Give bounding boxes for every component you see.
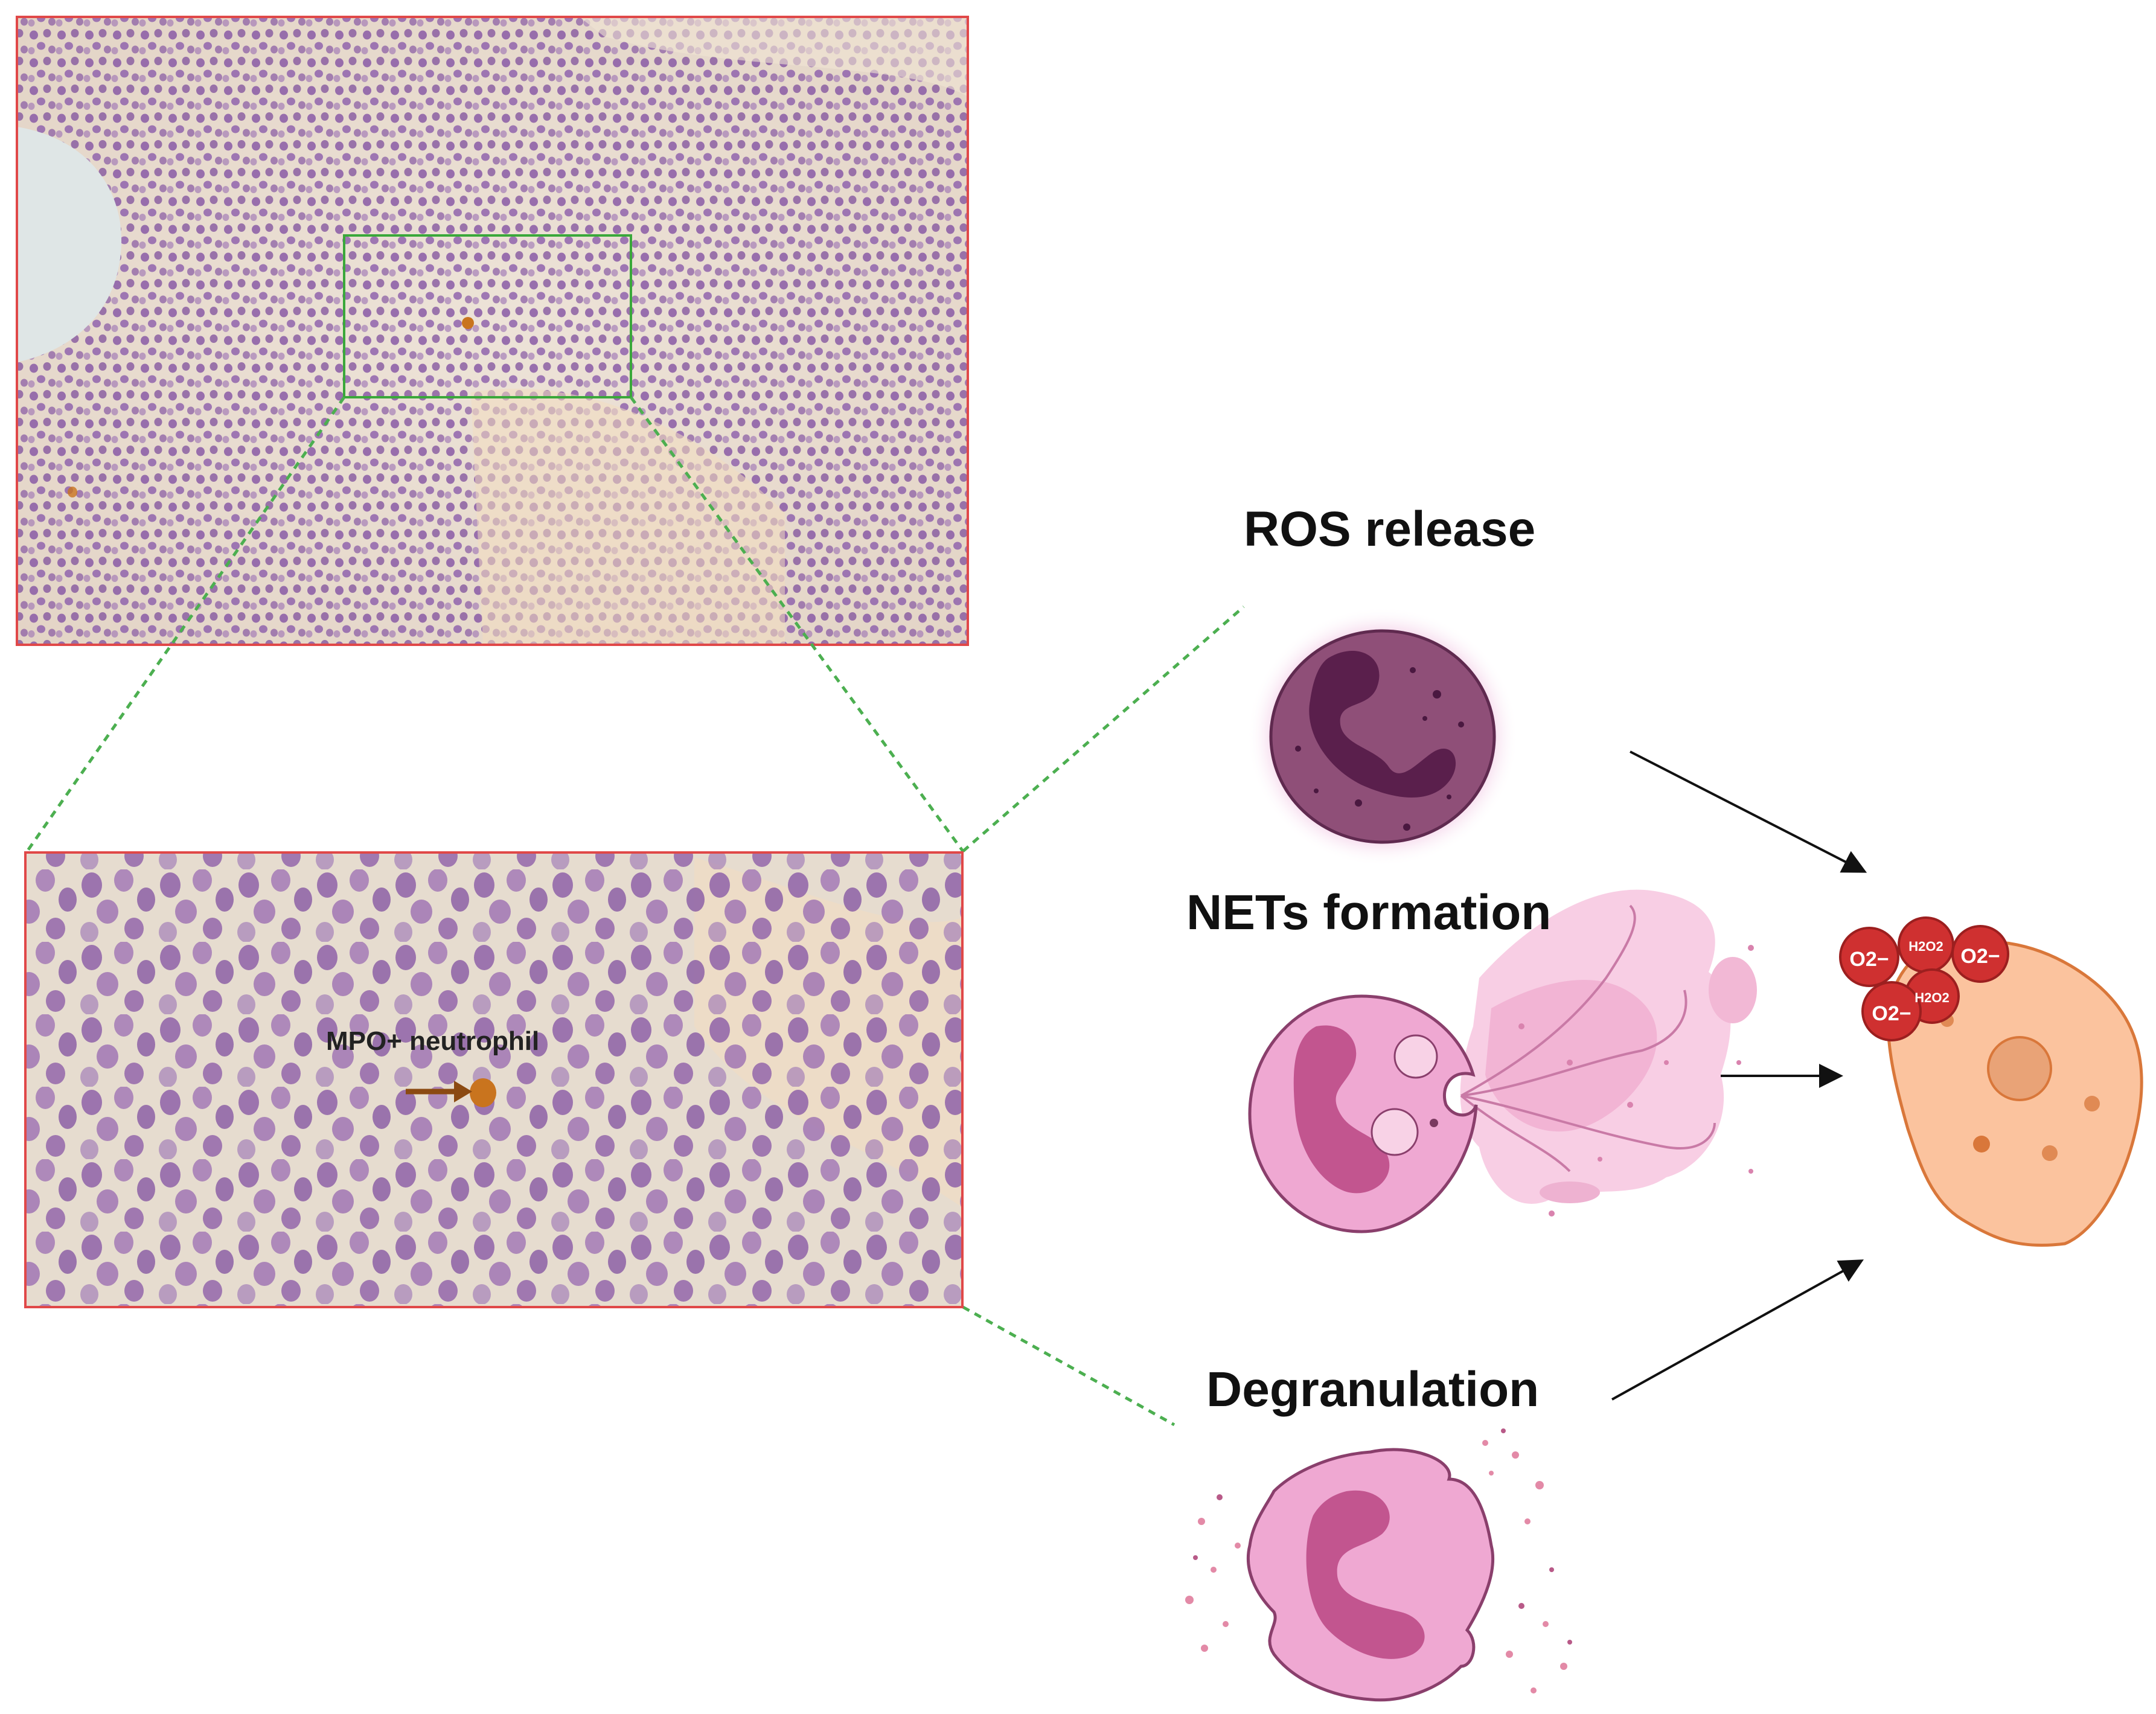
superoxide-label-1: O2− xyxy=(1849,948,1889,971)
superoxide-sphere-1 xyxy=(1839,927,1899,987)
superoxide-label-2: O2− xyxy=(1960,945,2000,968)
ros-releasing-neutrophil-icon xyxy=(1247,607,1518,866)
histology-frame xyxy=(16,16,969,646)
net-forming-neutrophil-icon xyxy=(1248,889,1757,1233)
mpo-neutrophil-label: MPO+ neutrophil xyxy=(326,1026,540,1056)
histology-overview-panel xyxy=(16,16,969,646)
superoxide-label-3: O2− xyxy=(1872,1002,1911,1025)
histology-zoom-panel xyxy=(24,851,964,1308)
zoom-frame xyxy=(24,851,964,1308)
mpo-stained-cell xyxy=(462,317,474,329)
superoxide-sphere-3 xyxy=(1861,981,1922,1041)
zoom-guide-lines xyxy=(25,396,1245,1427)
degranulating-neutrophil-icon xyxy=(1185,1428,1572,1702)
pathway-arrows xyxy=(1611,750,1867,1401)
degranulation-label: Degranulation xyxy=(1206,1362,1540,1417)
tumor-cell-icon xyxy=(1886,939,2143,1247)
superoxide-sphere-2 xyxy=(1951,925,2009,983)
mpo-positive-neutrophil xyxy=(470,1078,496,1107)
arrow-ros-to-cell xyxy=(1630,750,1867,873)
guide-to-degranulation xyxy=(962,1305,1176,1427)
zoom-region-box xyxy=(343,234,632,398)
zoom-guide-right xyxy=(629,396,965,852)
h2o2-label-2: H2O2 xyxy=(1914,990,1949,1005)
arrow-degranulation-to-cell xyxy=(1611,1259,1864,1401)
h2o2-label-1: H2O2 xyxy=(1908,939,1943,954)
ros-release-label: ROS release xyxy=(1244,502,1536,557)
vessel-lumen xyxy=(17,127,122,362)
nets-formation-label: NETs formation xyxy=(1186,885,1552,940)
guide-to-ros xyxy=(962,606,1245,852)
ros-molecule-icon: O2− H2O2 O2− H2O2 O2− xyxy=(1839,916,2009,1041)
